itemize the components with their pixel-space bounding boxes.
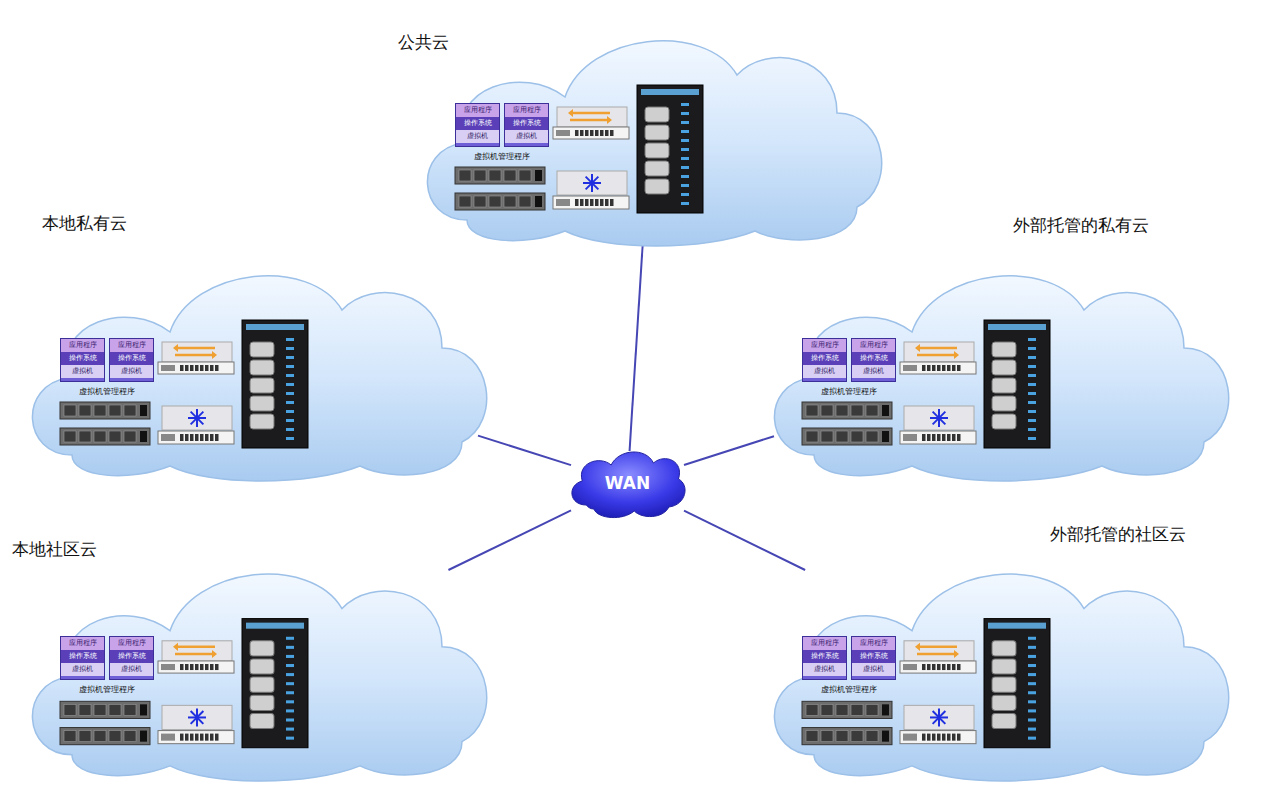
vm-layer-label: 应用程序 — [110, 637, 153, 650]
hypervisor-box: 虚拟机管理程序应用程序操作系统虚拟机应用程序操作系统虚拟机 — [60, 636, 154, 698]
virtual-machine-box: 应用程序操作系统虚拟机 — [851, 338, 896, 382]
wan-link — [478, 436, 571, 465]
cloud-heading: 公共云 — [398, 31, 449, 54]
vm-layer-label: 虚拟机 — [852, 663, 895, 676]
cloud-heading: 外部托管的私有云 — [1013, 214, 1149, 237]
wan-text-box: WAN — [565, 445, 690, 521]
virtual-machine-box: 应用程序操作系统虚拟机 — [455, 103, 500, 147]
virtual-machine-box: 应用程序操作系统虚拟机 — [802, 636, 847, 680]
virtual-machine-box: 应用程序操作系统虚拟机 — [109, 338, 154, 382]
virtual-machine-box: 应用程序操作系统虚拟机 — [851, 636, 896, 680]
hypervisor-label: 虚拟机管理程序 — [802, 684, 896, 695]
cloud-region: 公共云虚拟机管理程序应用程序操作系统虚拟机应用程序操作系统虚拟机 — [405, 15, 895, 245]
hypervisor-box: 虚拟机管理程序应用程序操作系统虚拟机应用程序操作系统虚拟机 — [60, 338, 154, 400]
vm-layer-label: 操作系统 — [803, 352, 846, 365]
vm-layer-label: 虚拟机 — [803, 663, 846, 676]
vm-layer-label: 应用程序 — [110, 339, 153, 352]
virtual-machine-box: 应用程序操作系统虚拟机 — [60, 636, 105, 680]
cloud-heading: 本地社区云 — [12, 538, 97, 561]
vm-layer-label: 操作系统 — [505, 117, 548, 130]
virtual-machine-box: 应用程序操作系统虚拟机 — [60, 338, 105, 382]
wan-label: WAN — [605, 473, 650, 493]
cloud-region: 外部托管的社区云虚拟机管理程序应用程序操作系统虚拟机应用程序操作系统虚拟机 — [752, 548, 1242, 780]
cloud-heading: 外部托管的社区云 — [1050, 523, 1186, 546]
wan-link — [684, 436, 774, 465]
vm-layer-label: 应用程序 — [803, 637, 846, 650]
virtual-machine-box: 应用程序操作系统虚拟机 — [802, 338, 847, 382]
vm-layer-label: 应用程序 — [803, 339, 846, 352]
wan-cloud: WAN — [565, 445, 690, 521]
hypervisor-box: 虚拟机管理程序应用程序操作系统虚拟机应用程序操作系统虚拟机 — [802, 636, 896, 698]
vm-layer-label: 虚拟机 — [110, 365, 153, 378]
vm-layer-label: 虚拟机 — [803, 365, 846, 378]
vm-layer-label: 应用程序 — [505, 104, 548, 117]
vm-layer-label: 操作系统 — [852, 650, 895, 663]
vm-layer-label: 操作系统 — [110, 650, 153, 663]
vm-layer-label: 应用程序 — [61, 339, 104, 352]
hypervisor-label: 虚拟机管理程序 — [455, 151, 549, 162]
wan-link — [448, 510, 571, 570]
hypervisor-label: 虚拟机管理程序 — [802, 386, 896, 397]
vm-layer-label: 虚拟机 — [61, 365, 104, 378]
wan-link — [684, 511, 805, 570]
cloud-region: 本地私有云虚拟机管理程序应用程序操作系统虚拟机应用程序操作系统虚拟机 — [10, 250, 500, 480]
wan-link — [630, 223, 645, 451]
vm-layer-label: 操作系统 — [803, 650, 846, 663]
cloud-region: 外部托管的私有云虚拟机管理程序应用程序操作系统虚拟机应用程序操作系统虚拟机 — [752, 250, 1242, 480]
vm-layer-label: 操作系统 — [61, 650, 104, 663]
vm-layer-label: 虚拟机 — [61, 663, 104, 676]
vm-layer-label: 操作系统 — [456, 117, 499, 130]
hypervisor-label: 虚拟机管理程序 — [60, 386, 154, 397]
virtual-machine-box: 应用程序操作系统虚拟机 — [504, 103, 549, 147]
vm-layer-label: 应用程序 — [852, 637, 895, 650]
vm-layer-label: 虚拟机 — [110, 663, 153, 676]
vm-layer-label: 虚拟机 — [456, 130, 499, 143]
hypervisor-box: 虚拟机管理程序应用程序操作系统虚拟机应用程序操作系统虚拟机 — [802, 338, 896, 400]
vm-layer-label: 操作系统 — [852, 352, 895, 365]
cloud-heading: 本地私有云 — [42, 212, 127, 235]
vm-layer-label: 虚拟机 — [505, 130, 548, 143]
vm-layer-label: 操作系统 — [61, 352, 104, 365]
vm-layer-label: 应用程序 — [61, 637, 104, 650]
hypervisor-box: 虚拟机管理程序应用程序操作系统虚拟机应用程序操作系统虚拟机 — [455, 103, 549, 165]
vm-layer-label: 操作系统 — [110, 352, 153, 365]
vm-layer-label: 虚拟机 — [852, 365, 895, 378]
cloud-region: 本地社区云虚拟机管理程序应用程序操作系统虚拟机应用程序操作系统虚拟机 — [10, 548, 500, 780]
virtual-machine-box: 应用程序操作系统虚拟机 — [109, 636, 154, 680]
vm-layer-label: 应用程序 — [852, 339, 895, 352]
vm-layer-label: 应用程序 — [456, 104, 499, 117]
hypervisor-label: 虚拟机管理程序 — [60, 684, 154, 695]
